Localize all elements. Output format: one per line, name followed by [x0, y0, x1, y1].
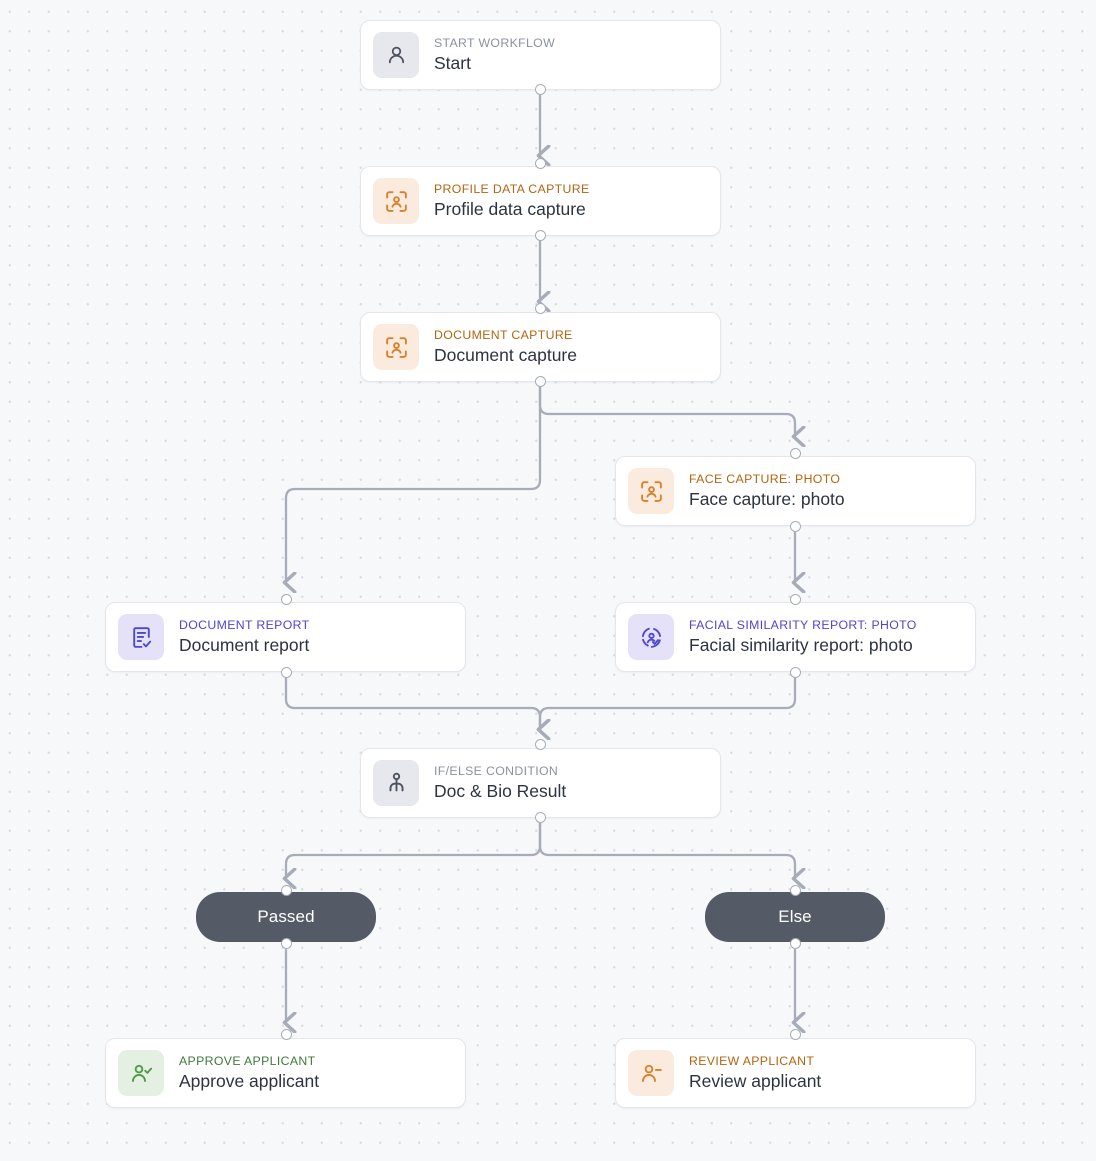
node-review-applicant-text: REVIEW APPLICANT Review applicant [689, 1054, 821, 1092]
node-doc-bio-result-text: IF/ELSE CONDITION Doc & Bio Result [434, 764, 566, 802]
hierarchy-branch-icon [373, 760, 419, 806]
node-document-capture-text: DOCUMENT CAPTURE Document capture [434, 328, 577, 366]
port-doccapture-in[interactable] [534, 303, 546, 314]
node-face-capture-photo-text: FACE CAPTURE: PHOTO Face capture: photo [689, 472, 845, 510]
port-passed-in[interactable] [280, 885, 292, 896]
edge-condition-to-else [538, 821, 795, 876]
node-doc-bio-result[interactable]: IF/ELSE CONDITION Doc & Bio Result [360, 748, 721, 818]
node-profile-data-capture[interactable]: PROFILE DATA CAPTURE Profile data captur… [360, 166, 721, 236]
edge-docreport-to-condition [284, 671, 540, 727]
person-check-icon [118, 1050, 164, 1096]
port-passed-out[interactable] [280, 938, 292, 949]
node-facial-similarity-report-photo[interactable]: FACIAL SIMILARITY REPORT: PHOTO Facial s… [615, 602, 976, 672]
branch-pill-label: Passed [257, 907, 315, 926]
node-document-report-text: DOCUMENT REPORT Document report [179, 618, 310, 656]
face-scan-icon [373, 178, 419, 224]
port-profile-out[interactable] [534, 230, 546, 241]
node-document-capture[interactable]: DOCUMENT CAPTURE Document capture [360, 312, 721, 382]
node-kicker: IF/ELSE CONDITION [434, 764, 559, 778]
node-title: Start [434, 53, 471, 73]
face-scan-icon [373, 324, 419, 370]
node-title: Profile data capture [434, 199, 586, 219]
node-kicker: FACE CAPTURE: PHOTO [689, 472, 841, 486]
node-kicker: PROFILE DATA CAPTURE [434, 182, 590, 196]
edge-doccapture-to-facecapture [538, 384, 795, 434]
port-facecapture-in[interactable] [789, 448, 801, 459]
branch-pill-label: Else [778, 907, 812, 926]
node-kicker: FACIAL SIMILARITY REPORT: PHOTO [689, 618, 917, 632]
branch-pill-else[interactable]: Else [705, 892, 885, 942]
port-review-in[interactable] [789, 1029, 801, 1040]
port-doccapture-out[interactable] [534, 376, 546, 387]
branch-pill-passed[interactable]: Passed [196, 892, 376, 942]
node-profile-data-capture-text: PROFILE DATA CAPTURE Profile data captur… [434, 182, 590, 220]
edge-doccapture-to-docreport [286, 384, 542, 580]
node-title: Doc & Bio Result [434, 781, 567, 801]
edge-condition-to-passed [286, 821, 542, 876]
node-approve-applicant[interactable]: APPROVE APPLICANT Approve applicant [105, 1038, 466, 1108]
node-kicker: APPROVE APPLICANT [179, 1054, 316, 1068]
node-title: Review applicant [689, 1071, 822, 1091]
node-title: Document capture [434, 345, 577, 365]
port-facecapture-out[interactable] [789, 521, 801, 532]
port-docreport-in[interactable] [280, 594, 292, 605]
edge-facialreport-to-condition [540, 671, 797, 727]
face-similarity-icon [628, 614, 674, 660]
port-facialreport-out[interactable] [789, 667, 801, 678]
node-start-text: START WORKFLOW Start [434, 36, 555, 74]
port-approve-in[interactable] [280, 1029, 292, 1040]
node-kicker: DOCUMENT REPORT [179, 618, 310, 632]
node-start[interactable]: START WORKFLOW Start [360, 20, 721, 90]
node-kicker: DOCUMENT CAPTURE [434, 328, 573, 342]
port-condition-in[interactable] [534, 739, 546, 750]
node-kicker: START WORKFLOW [434, 36, 556, 50]
port-condition-out[interactable] [534, 812, 546, 823]
port-else-in[interactable] [789, 885, 801, 896]
node-title: Document report [179, 635, 310, 655]
node-face-capture-photo[interactable]: FACE CAPTURE: PHOTO Face capture: photo [615, 456, 976, 526]
node-title: Approve applicant [179, 1071, 320, 1091]
node-title: Face capture: photo [689, 489, 845, 509]
person-icon [373, 32, 419, 78]
node-kicker: REVIEW APPLICANT [689, 1054, 815, 1068]
node-title: Facial similarity report: photo [689, 635, 913, 655]
node-review-applicant[interactable]: REVIEW APPLICANT Review applicant [615, 1038, 976, 1108]
node-facial-similarity-report-photo-text: FACIAL SIMILARITY REPORT: PHOTO Facial s… [689, 618, 917, 656]
port-docreport-out[interactable] [280, 667, 292, 678]
face-scan-icon [628, 468, 674, 514]
node-approve-applicant-text: APPROVE APPLICANT Approve applicant [179, 1054, 319, 1092]
document-check-icon [118, 614, 164, 660]
port-facialreport-in[interactable] [789, 594, 801, 605]
person-minus-icon [628, 1050, 674, 1096]
port-else-out[interactable] [789, 938, 801, 949]
port-start-out[interactable] [534, 84, 546, 95]
port-profile-in[interactable] [534, 158, 546, 169]
node-document-report[interactable]: DOCUMENT REPORT Document report [105, 602, 466, 672]
